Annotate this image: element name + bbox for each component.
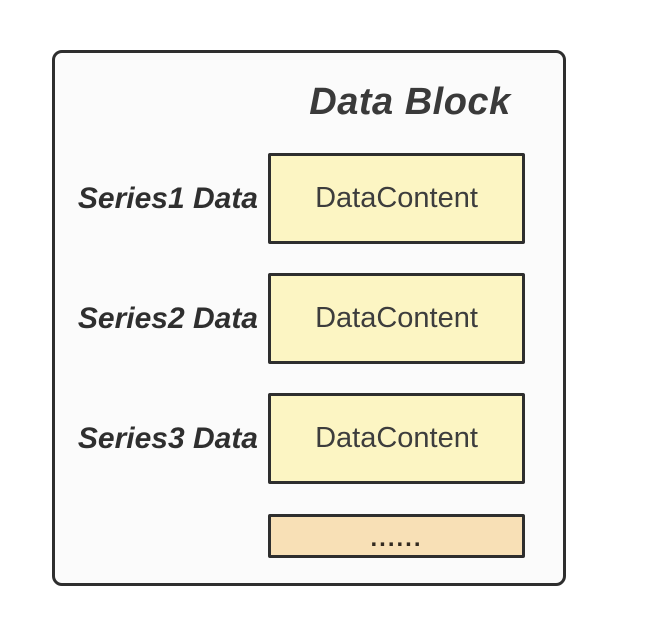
series2-label: Series2 Data	[77, 301, 258, 335]
series3-label: Series3 Data	[77, 421, 258, 455]
ellipsis-text: ......	[370, 525, 423, 552]
series3-data-content-box: DataContent	[268, 393, 525, 484]
series1-data-content-box: DataContent	[268, 153, 525, 244]
series1-label: Series1 Data	[77, 181, 258, 215]
series2-data-content-box: DataContent	[268, 273, 525, 364]
data-block-title: Data Block	[309, 81, 511, 123]
ellipsis-box: ......	[268, 514, 525, 558]
